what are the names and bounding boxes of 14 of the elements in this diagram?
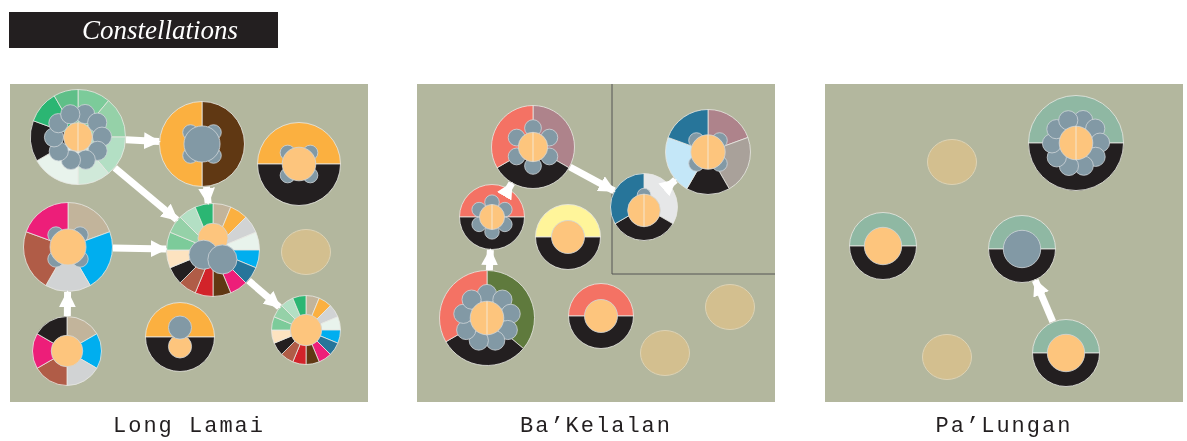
title-banner: Constellations: [9, 12, 278, 48]
arrow: [59, 290, 76, 317]
arrow: [568, 163, 616, 194]
arrow: [658, 177, 678, 197]
panel-caption: Ba’Kelalan: [519, 414, 673, 439]
arrow: [112, 165, 180, 223]
arrow: [198, 186, 215, 205]
arrow: [125, 132, 161, 150]
arrow: [481, 248, 498, 271]
arrow: [112, 240, 168, 258]
arrow: [246, 278, 282, 310]
panel-caption: Long Lamai: [112, 414, 266, 439]
panel-caption: Pa’Lungan: [934, 414, 1074, 439]
arrow: [496, 181, 515, 201]
